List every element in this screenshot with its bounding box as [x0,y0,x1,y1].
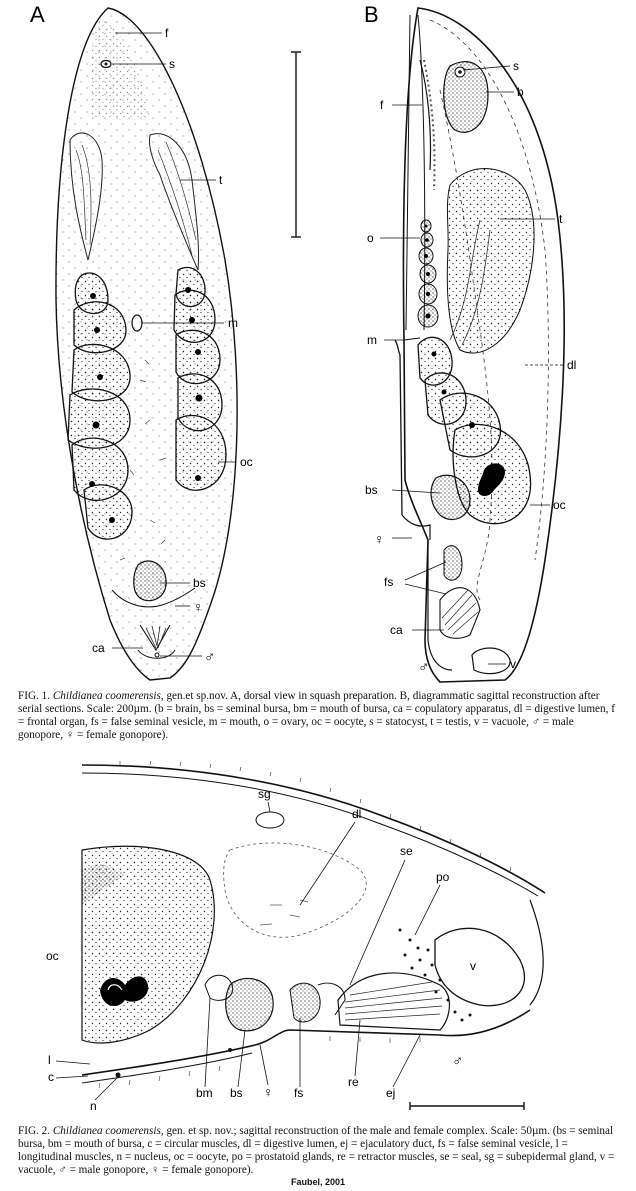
panel-b-label-ca: ca [390,623,403,637]
figure2-caption: FIG. 2. Childianea coomerensis, gen. et … [18,1125,618,1177]
panel-a-label-f: f [165,26,169,40]
fig2-subepidermal-gland [255,811,285,829]
panel-b-label-fs: fs [384,575,393,589]
panel-a-statocyst [100,59,112,69]
fig2-label-se: se [400,844,413,858]
fig2-vacuole [434,927,526,1007]
figure1-caption-species: Childianea coomerensis [52,690,161,702]
fig2-false-seminal-vesicle [289,982,321,1023]
fig2-label-dl: dl [352,807,361,821]
panel-a-label-s: s [169,57,175,71]
panel-b-label-b: b [517,85,524,99]
panel-b-label-bs: bs [365,483,378,497]
fig2-scale-bar [409,1102,525,1110]
fig2-label-n: n [90,1099,97,1113]
panel-b-label-o: o [367,231,374,245]
fig2-label-male: ♂ [452,1053,463,1070]
fig1-scale-bar [291,51,301,238]
panel-a-label-ca: ca [92,641,105,655]
fig2-label-po: po [436,870,450,884]
panel-a-oocytes-right [173,266,227,491]
figure1-caption-prefix: FIG. 1. [18,690,53,702]
fig2-seminal-bursa [225,977,274,1032]
figure1-caption: FIG. 1. Childianea coomerensis, gen.et s… [18,690,618,742]
panel-b-label-male: ♂ [418,659,429,676]
panel-a-label-t: t [219,173,223,187]
panel-b-label-oc: oc [553,498,566,512]
fig2-label-sg: sg [258,787,271,801]
fig2-retractor-muscles [337,972,450,1031]
fig2-label-bs: bs [230,1086,243,1100]
figure2-caption-species: Childianea coomerensis [52,1125,161,1137]
panel-a-copulatory-apparatus [139,624,171,652]
panel-b-label-v: v [510,657,516,671]
panel-b-label-m: m [367,333,377,347]
panel-b-body-outline [402,7,566,683]
fig2-prostatoid-glands [398,928,472,1022]
fig2-label-re: re [348,1075,359,1089]
panel-b-vacuole [471,647,511,675]
panel-a-letter: A [30,2,45,27]
panel-b-label-female: ♀ [374,531,385,547]
panel-b-brain [443,61,489,133]
panel-b-seminal-bursa [430,474,471,521]
figure2-caption-prefix: FIG. 2. [18,1125,53,1137]
panel-a-label-male: ♂ [204,649,215,666]
panel-a-seminal-bursa [133,560,167,602]
panel-b-false-seminal-vesicle [443,545,463,581]
figure2-caption-text: , gen. et sp. nov.; sagittal reconstruct… [18,1125,615,1176]
fig2-label-female: ♀ [263,1084,274,1100]
fig2-drawing [81,760,546,1089]
panel-b-copulatory-apparatus [439,587,481,639]
panel-b-label-f: f [380,98,384,112]
fig2-digestive-lumen [223,842,367,938]
panel-a-testis-right [149,133,200,271]
fig2-label-oc: oc [46,949,59,963]
panel-a-label-m: m [228,316,238,330]
fig2-label-ej: ej [386,1086,395,1100]
panel-b-label-t: t [559,212,563,226]
fig2-label-v: v [470,959,476,973]
panel-a-testis-left [69,132,103,261]
panel-b-label-dl: dl [567,358,576,372]
panel-b-testis [446,168,535,354]
fig2-label-fs: fs [294,1086,303,1100]
panel-b-label-s: s [513,59,519,73]
panel-a-oocytes-left [67,272,133,540]
panel-b-letter: B [364,2,379,27]
panel-a-label-bs: bs [193,576,206,590]
credit-line: Faubel, 2001 [290,1177,346,1187]
panel-a-label-female: ♀ [193,599,204,615]
fig2-label-bm: bm [196,1086,213,1100]
figure1-caption-text: , gen.et sp.nov. A, dorsal view in squas… [18,690,615,741]
panel-b-drawing [394,7,566,683]
fig2-label-l: l [48,1053,51,1067]
fig2-label-c: c [48,1070,54,1084]
panel-a-label-oc: oc [240,455,253,469]
panel-a-drawing [55,7,238,681]
